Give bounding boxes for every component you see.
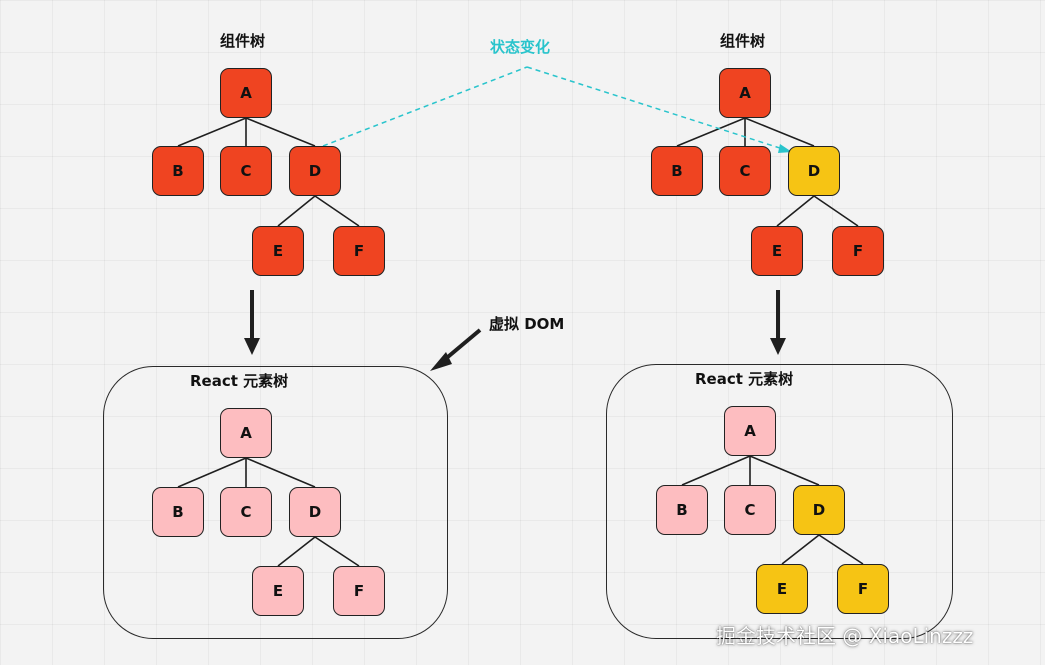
state-change-line	[322, 66, 528, 147]
element-node-f: F	[333, 566, 385, 616]
component-node-f: F	[333, 226, 385, 276]
element-node-d: D	[289, 487, 341, 537]
element-node-d-changed: D	[793, 485, 845, 535]
tree-edge	[277, 536, 360, 567]
component-node-d: D	[289, 146, 341, 196]
down-arrow-right-head	[770, 338, 786, 355]
tree-edge	[681, 455, 820, 486]
component-node-f: F	[832, 226, 884, 276]
element-node-b: B	[152, 487, 204, 537]
element-node-c: C	[724, 485, 776, 535]
virtual-dom-box-right	[606, 364, 953, 639]
element-node-e-changed: E	[756, 564, 808, 614]
virtual-dom-label: 虚拟 DOM	[489, 315, 565, 333]
virtual-dom-arrow-head	[430, 352, 452, 371]
component-node-b: B	[152, 146, 204, 196]
watermark: 掘金技术社区 @ XiaoLinzzz	[716, 624, 974, 648]
react-tree-title-left: React 元素树	[190, 372, 289, 390]
component-tree-title-left: 组件树	[220, 32, 266, 50]
tree-edge	[781, 534, 864, 565]
element-node-e: E	[252, 566, 304, 616]
state-change-label: 状态变化	[490, 38, 551, 56]
element-node-a: A	[220, 408, 272, 458]
component-node-d-changed: D	[788, 146, 840, 196]
state-change-line	[526, 66, 787, 151]
component-node-a: A	[719, 68, 771, 118]
element-node-c: C	[220, 487, 272, 537]
component-node-b: B	[651, 146, 703, 196]
component-node-c: C	[719, 146, 771, 196]
tree-edge	[277, 195, 360, 227]
component-node-e: E	[252, 226, 304, 276]
tree-edge	[776, 195, 859, 227]
react-tree-title-right: React 元素树	[695, 370, 794, 388]
component-tree-title-right: 组件树	[720, 32, 766, 50]
down-arrow-left-head	[244, 338, 260, 355]
tree-edge	[676, 117, 815, 147]
element-node-f-changed: F	[837, 564, 889, 614]
element-node-a: A	[724, 406, 776, 456]
virtual-dom-arrow	[441, 328, 482, 363]
tree-edge	[177, 457, 316, 488]
virtual-dom-box-left	[103, 366, 448, 639]
element-node-b: B	[656, 485, 708, 535]
component-node-c: C	[220, 146, 272, 196]
component-node-e: E	[751, 226, 803, 276]
component-node-a: A	[220, 68, 272, 118]
tree-edge	[177, 117, 316, 147]
